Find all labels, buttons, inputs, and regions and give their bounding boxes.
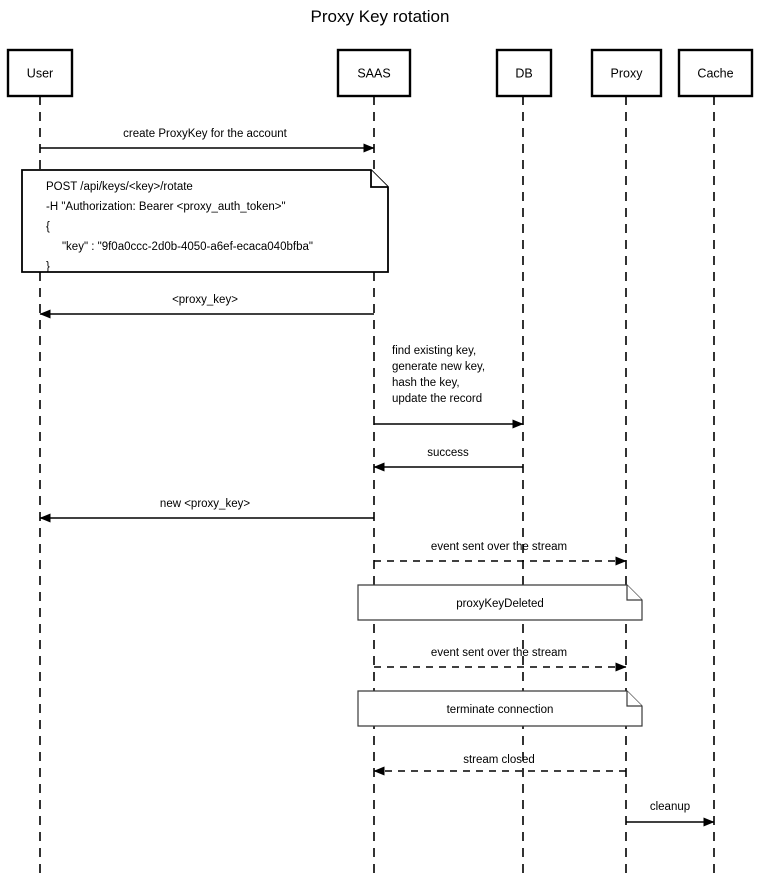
- message-label-m5: new <proxy_key>: [160, 498, 250, 510]
- message-m2[interactable]: <proxy_key>: [39, 294, 374, 319]
- participant-label-saas: SAAS: [357, 67, 390, 81]
- note-request-body: [21, 169, 389, 273]
- message-label-m3: hash the key,: [392, 377, 460, 389]
- message-label-m9: cleanup: [650, 801, 690, 813]
- participant-cache[interactable]: Cache: [677, 48, 754, 98]
- message-m9[interactable]: cleanup: [626, 801, 715, 827]
- participant-label-user: User: [27, 67, 53, 81]
- participant-db[interactable]: DB: [495, 48, 553, 98]
- participant-label-cache: Cache: [697, 67, 733, 81]
- message-m1[interactable]: create ProxyKey for the account: [40, 128, 375, 153]
- message-label-m3: find existing key,: [392, 345, 476, 357]
- participant-label-proxy: Proxy: [611, 67, 644, 81]
- note-proxy-key-deleted-body: [357, 584, 643, 621]
- message-m7[interactable]: event sent over the stream: [374, 647, 627, 672]
- note-proxy-key-deleted: proxyKeyDeleted: [357, 584, 643, 621]
- page-title: Proxy Key rotation: [311, 7, 450, 26]
- participant-box-cache: [677, 48, 754, 98]
- participant-label-db: DB: [515, 67, 532, 81]
- message-m5[interactable]: new <proxy_key>: [39, 498, 374, 523]
- note-request-line: -H "Authorization: Bearer <proxy_auth_to…: [46, 201, 286, 213]
- message-label-m1: create ProxyKey for the account: [123, 128, 287, 140]
- message-label-m8: stream closed: [463, 754, 535, 766]
- message-label-m2: <proxy_key>: [172, 294, 238, 306]
- message-label-m6: event sent over the stream: [431, 541, 567, 553]
- note-terminate-connection-fold-icon: [626, 691, 642, 707]
- participants-group: User SAAS DB Proxy Cache: [6, 48, 754, 98]
- message-label-m7: event sent over the stream: [431, 647, 567, 659]
- message-m4[interactable]: success: [373, 447, 523, 472]
- note-request-line: POST /api/keys/<key>/rotate: [46, 181, 193, 193]
- participant-user[interactable]: User: [6, 48, 74, 98]
- message-label-m3: generate new key,: [392, 361, 485, 373]
- message-m6[interactable]: event sent over the stream: [374, 541, 627, 566]
- message-label-m4: success: [427, 447, 469, 459]
- participant-proxy[interactable]: Proxy: [590, 48, 663, 98]
- participant-saas[interactable]: SAAS: [336, 48, 412, 98]
- note-terminate-connection-body: [357, 690, 643, 727]
- note-request-line: }: [46, 261, 50, 273]
- messages-group: create ProxyKey for the account <proxy_ke…: [39, 128, 715, 827]
- message-label-m3: update the record: [392, 393, 482, 405]
- message-m3[interactable]: find existing key, generate new key, hash …: [374, 345, 524, 429]
- note-request-line: {: [46, 221, 50, 233]
- note-request-fold-icon: [370, 170, 388, 188]
- participant-box-user: [6, 48, 74, 98]
- note-proxy-key-deleted-line: proxyKeyDeleted: [456, 598, 544, 610]
- participant-box-saas: [336, 48, 412, 98]
- participant-box-db: [495, 48, 553, 98]
- note-proxy-key-deleted-fold-icon: [626, 585, 642, 601]
- note-request: POST /api/keys/<key>/rotate -H "Authoriza…: [21, 169, 389, 273]
- note-terminate-connection: terminate connection: [357, 690, 643, 727]
- notes-group: POST /api/keys/<key>/rotate -H "Authoriza…: [21, 169, 643, 727]
- note-request-line: "key" : "9f0a0ccc-2d0b-4050-a6ef-ecaca04…: [46, 241, 313, 253]
- message-m8[interactable]: stream closed: [373, 754, 626, 776]
- note-terminate-connection-line: terminate connection: [447, 704, 554, 716]
- participant-box-proxy: [590, 48, 663, 98]
